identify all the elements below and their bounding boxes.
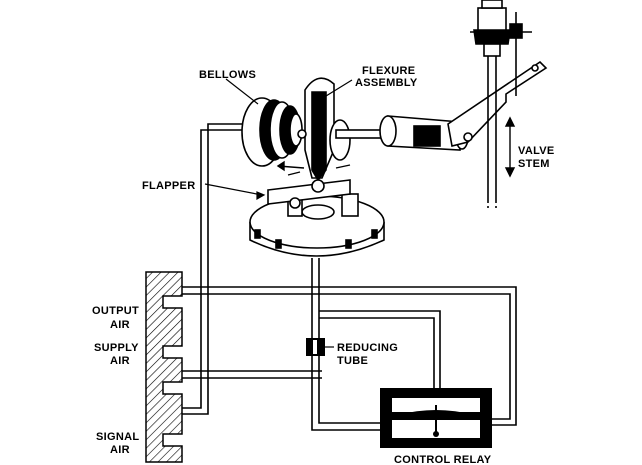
actuator-rod — [336, 116, 468, 150]
label-output-air: AIR — [110, 319, 130, 331]
label-signal-air: AIR — [110, 444, 130, 456]
label-output: OUTPUT — [92, 305, 139, 317]
label-control-relay: CONTROL RELAY — [394, 454, 492, 465]
label-supply-air: AIR — [110, 355, 130, 367]
reducing-tube-restrictor — [306, 338, 325, 356]
lever-arm — [448, 62, 546, 146]
label-assembly: ASSEMBLY — [355, 77, 418, 89]
label-tube: TUBE — [337, 355, 368, 367]
manifold-block — [146, 272, 182, 462]
label-reducing: REDUCING — [337, 342, 398, 354]
label-stem: STEM — [518, 158, 550, 170]
control-relay — [380, 388, 492, 448]
bellows — [242, 98, 306, 166]
label-supply: SUPPLY — [94, 342, 139, 354]
label-bellows: BELLOWS — [199, 69, 256, 81]
label-signal: SIGNAL — [96, 431, 139, 443]
label-valve: VALVE — [518, 145, 555, 157]
air-piping — [182, 124, 516, 430]
label-flapper: FLAPPER — [142, 180, 195, 192]
label-flexure: FLEXURE — [362, 65, 415, 77]
